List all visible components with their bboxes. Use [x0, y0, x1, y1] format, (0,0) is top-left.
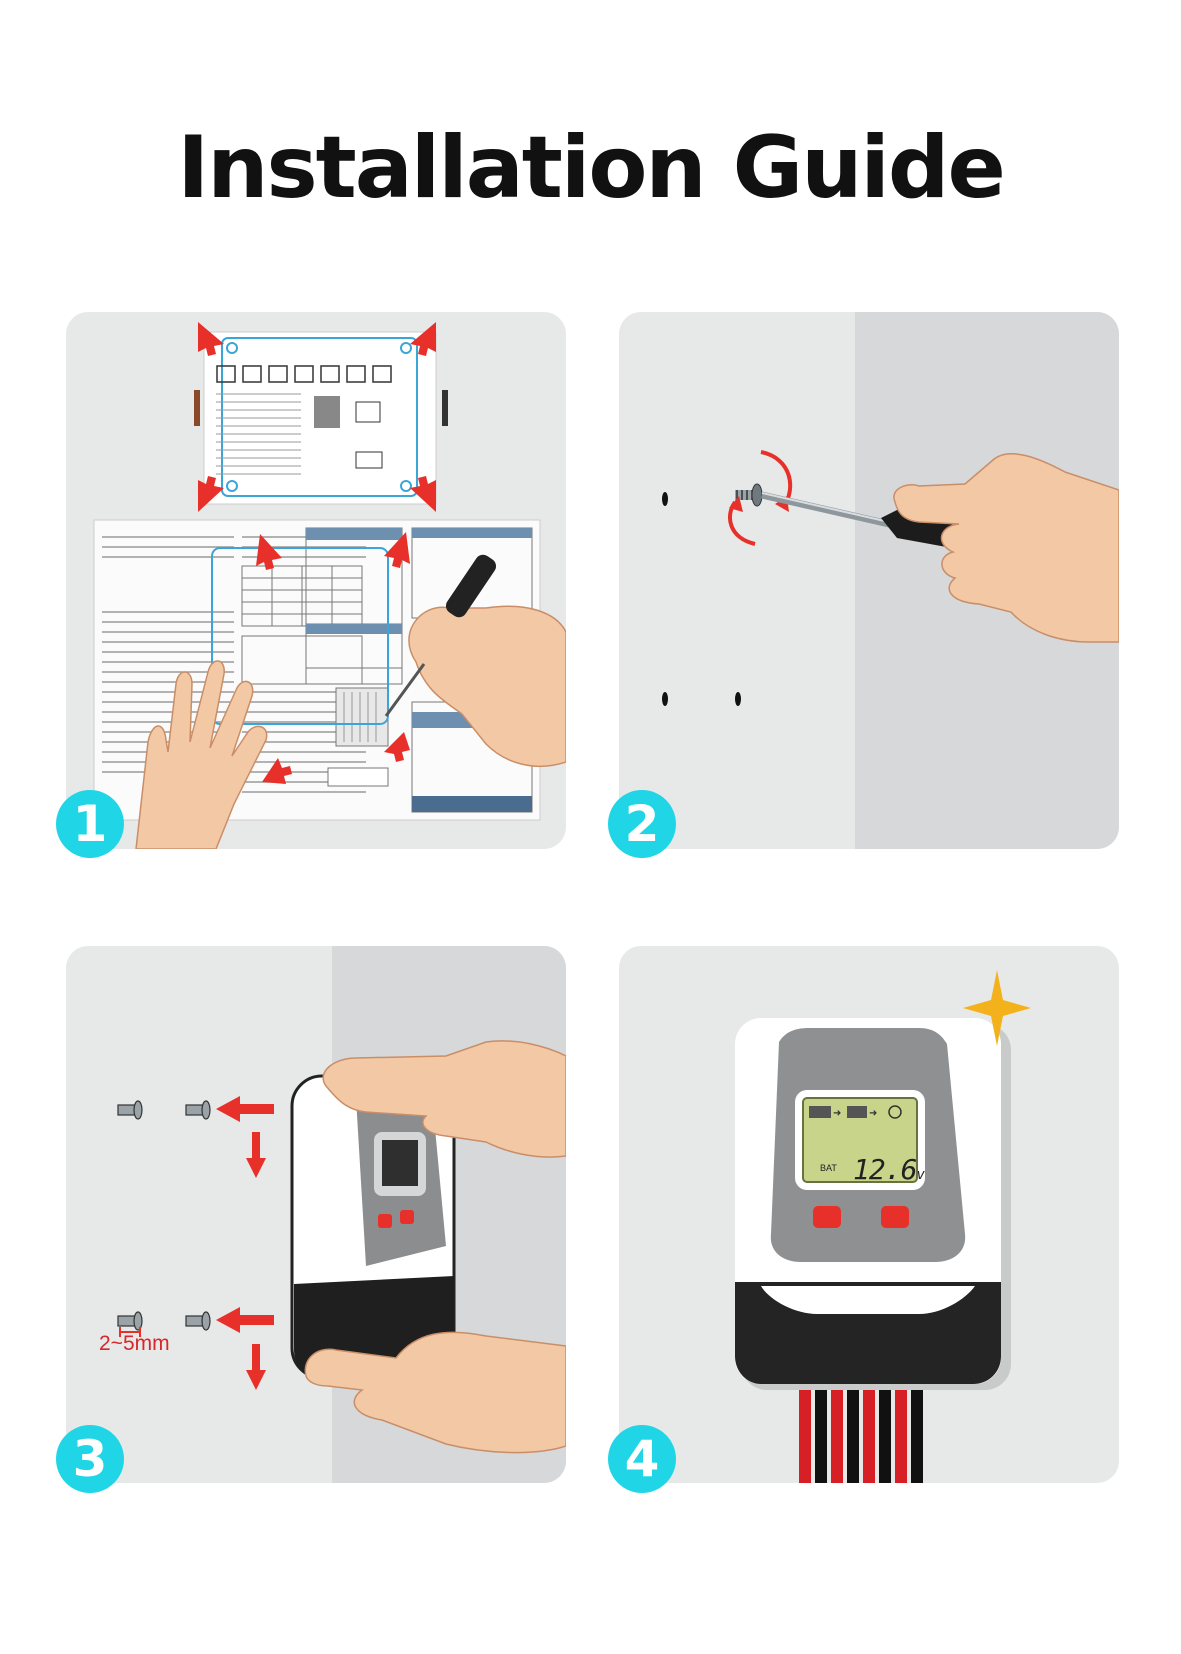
step-3-panel [66, 946, 566, 1483]
svg-text:➜: ➜ [869, 1108, 877, 1119]
lcd-voltage-reading: 12.6v [853, 1153, 925, 1186]
step-1-illustration [93, 322, 566, 849]
step-3-illustration [117, 946, 566, 1483]
lcd-voltage-unit: v [916, 1167, 925, 1183]
screw-icon [735, 483, 763, 507]
step-2-panel [619, 312, 1119, 849]
step-3-badge: 3 [56, 1425, 124, 1493]
lcd-voltage-value: 12.6 [853, 1153, 917, 1186]
step-1-badge: 1 [56, 790, 124, 858]
step-4-illustration: ➜ ➜ [735, 970, 1031, 1483]
step-2-badge: 2 [608, 790, 676, 858]
step-2-illustration [662, 312, 1119, 849]
step-1-panel [66, 312, 566, 849]
gap-label: 2~5mm [99, 1332, 170, 1355]
svg-text:➜: ➜ [833, 1108, 841, 1119]
step-4-panel: ➜ ➜ [619, 946, 1119, 1483]
page-title: Installation Guide [177, 118, 1006, 218]
lcd-battery-label: BAT [820, 1163, 837, 1173]
step-4-badge: 4 [608, 1425, 676, 1493]
